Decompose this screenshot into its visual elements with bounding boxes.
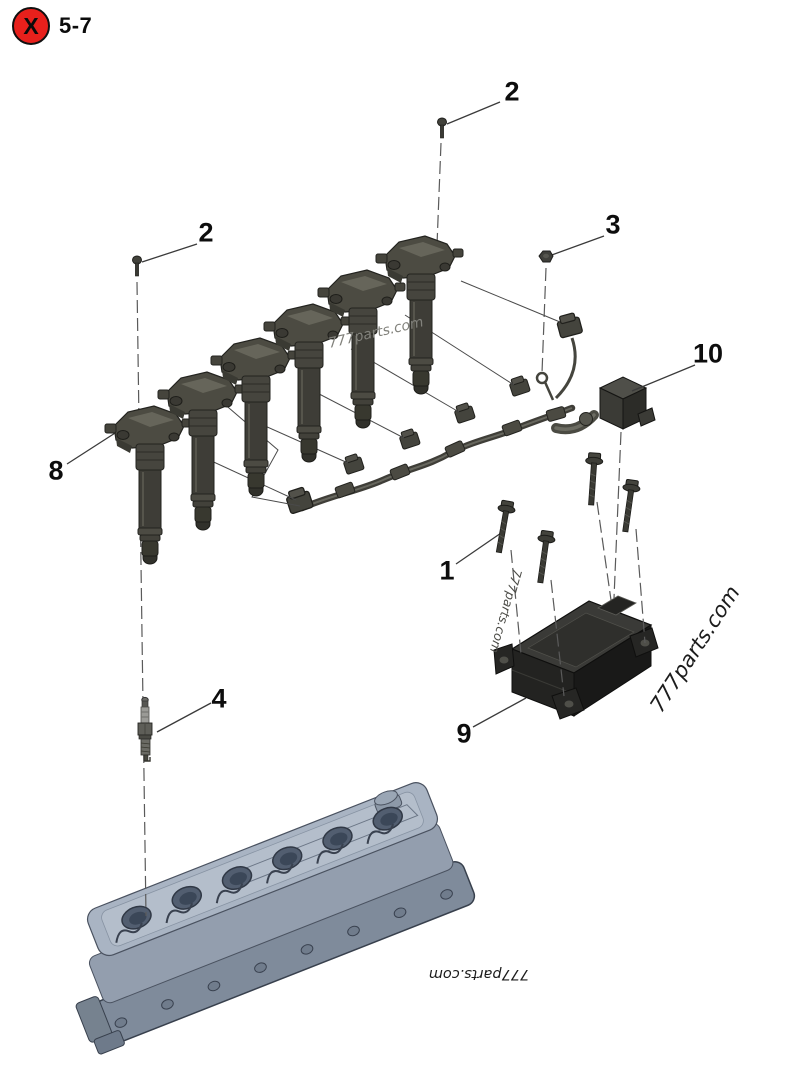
wiring-harness [283, 311, 599, 515]
figure-header: X 5-7 [12, 7, 92, 45]
alignment-lines [136, 142, 646, 917]
mounting-bolt-left [132, 255, 142, 277]
valve-cover [75, 782, 476, 1055]
harness-connector-block [598, 376, 656, 430]
coil-connector [452, 401, 476, 424]
x-marker-glyph: X [23, 12, 39, 39]
spark-plug-holes [115, 806, 403, 943]
module-mounting-feet [493, 627, 659, 720]
spark-plug [137, 696, 153, 762]
watermark-cover: 777parts.com [428, 966, 530, 982]
callout-9-module[interactable]: 9 [456, 718, 472, 749]
callout-4-spark-plug[interactable]: 4 [211, 683, 227, 714]
module-bolt-2 [531, 529, 557, 585]
leader-lines [66, 101, 696, 733]
module-bolt-3 [582, 451, 604, 506]
callout-2-top-bolt[interactable]: 2 [504, 76, 520, 107]
valve-cover-flange-bolts [114, 889, 453, 1028]
harness-end-connector [283, 485, 315, 515]
callout-8-coil[interactable]: 8 [48, 455, 64, 486]
figure-reference: 5-7 [59, 13, 93, 38]
harness-clips [334, 406, 567, 499]
ignition-coil-2 [157, 371, 246, 531]
coil-connector [507, 374, 531, 397]
module-socket [597, 595, 637, 616]
mounting-bolt-top [437, 117, 447, 139]
coil-connector [397, 427, 421, 450]
coil-connector [341, 452, 365, 475]
ignition-coil-3 [210, 337, 299, 497]
callout-1-module-bolt[interactable]: 1 [439, 555, 455, 586]
module-bolt-4 [616, 478, 642, 534]
ground-eyelet [535, 371, 549, 385]
module-bolt-1 [490, 499, 517, 555]
callout-3-nut[interactable]: 3 [605, 209, 621, 240]
flange-nut [538, 250, 554, 263]
ignition-coil-1 [104, 405, 193, 565]
coil-connector [554, 311, 584, 339]
callout-2-left-bolt[interactable]: 2 [198, 217, 214, 248]
x-marker-icon[interactable]: X [12, 7, 50, 45]
ignition-control-module [493, 595, 659, 720]
callout-10-connector[interactable]: 10 [692, 338, 724, 369]
ignition-coil-4 [263, 303, 352, 463]
